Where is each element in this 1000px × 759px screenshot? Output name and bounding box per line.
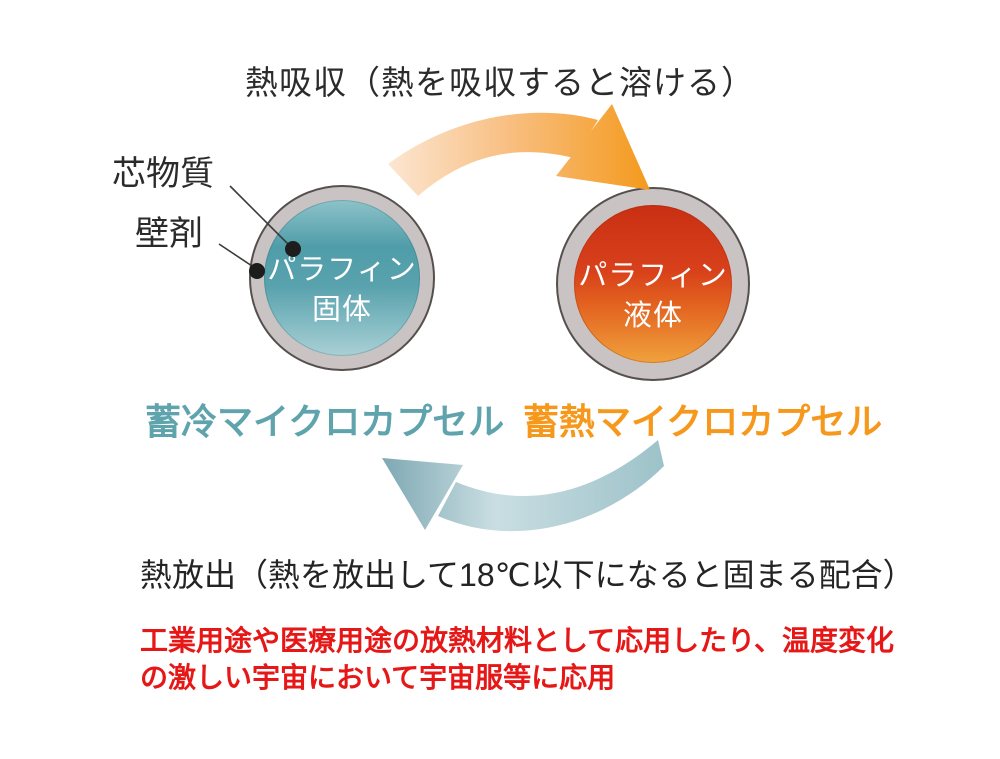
paraffin-liquid-line1: パラフィン — [578, 260, 728, 292]
paraffin-solid-line1: パラフィン — [267, 254, 417, 286]
paraffin-liquid-core: パラフィン 液体 — [574, 205, 732, 363]
application-note: 工業用途や医療用途の放熱材料として応用したり、温度変化 の激しい宇宙において宇宙… — [140, 622, 894, 696]
heat-storage-capsule: パラフィン 液体 — [556, 187, 750, 381]
core-material-label: 芯物質 — [112, 155, 214, 193]
heat-absorption-heading: 熱吸収（熱を吸収すると溶ける） — [245, 64, 755, 101]
heat-release-label: 熱放出（熱を放出して18℃以下になると固まる配合） — [140, 557, 915, 593]
paraffin-solid-line2: 固体 — [311, 294, 372, 326]
cold-capsule-caption: 蓄冷マイクロカプセル — [145, 401, 505, 442]
heat-absorption-arrow-icon — [388, 104, 650, 196]
application-note-line1: 工業用途や医療用途の放熱材料として応用したり、温度変化 — [140, 625, 895, 656]
application-note-line2: の激しい宇宙において宇宙服等に応用 — [140, 662, 616, 693]
wall-agent-label: 壁剤 — [135, 215, 203, 253]
heat-release-arrow-icon — [382, 440, 664, 532]
paraffin-solid-core: パラフィン 固体 — [264, 200, 420, 356]
cold-storage-capsule: パラフィン 固体 — [249, 185, 435, 371]
hot-capsule-caption: 蓄熱マイクロカプセル — [523, 401, 883, 442]
paraffin-liquid-line2: 液体 — [622, 300, 683, 332]
